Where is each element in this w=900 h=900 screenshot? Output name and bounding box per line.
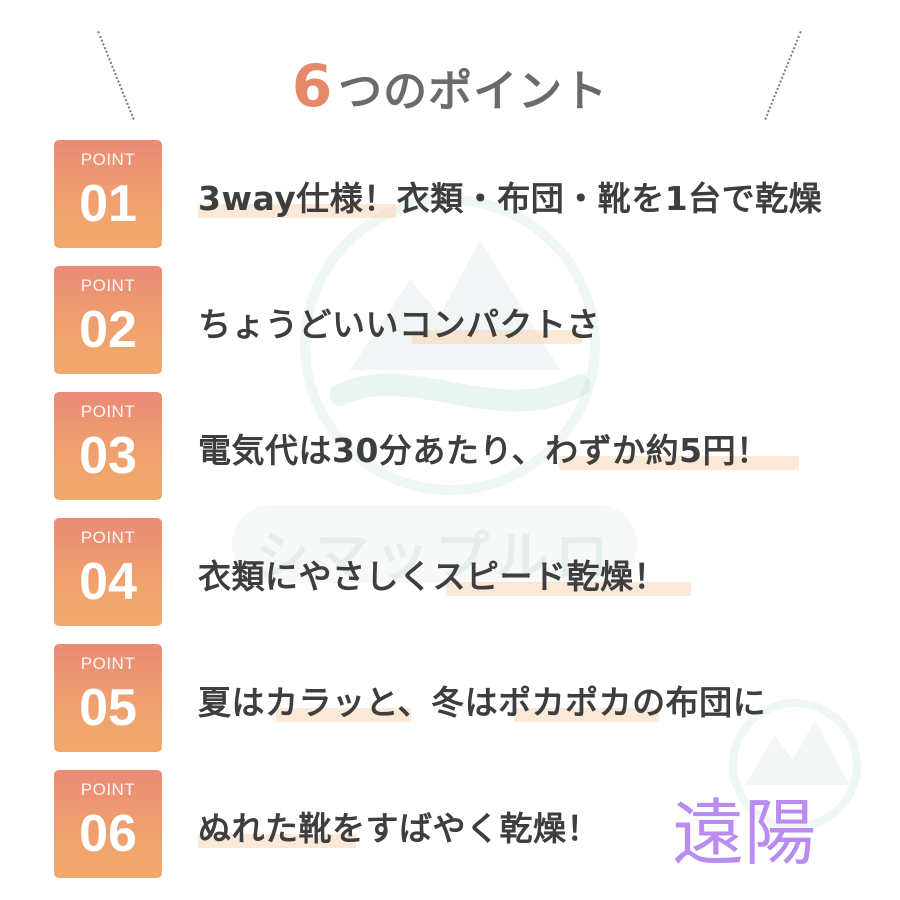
point-number: 03 (79, 427, 137, 485)
point-text: 3way仕様！衣類・布団・靴を1台で乾燥 (198, 179, 823, 218)
point-badge-label: POINT (80, 654, 136, 673)
point-badge-label: POINT (80, 528, 136, 547)
title-number: 6 (291, 52, 333, 120)
watermark-banner (232, 505, 637, 583)
text-highlight (559, 456, 799, 470)
point-badge: POINT 04 (54, 518, 162, 626)
list-item: POINT 02 ちょうどいいコンパクトさ (54, 266, 874, 374)
point-text: ぬれた靴をすばやく乾燥！ (198, 809, 600, 848)
point-text: 衣類にやさしくスピード乾燥！ (198, 557, 667, 596)
point-text: 電気代は30分あたり、わずか約5円！ (198, 431, 770, 470)
text-highlight (198, 204, 396, 218)
list-item: POINT 04 衣類にやさしくスピード乾燥！ (54, 518, 874, 626)
point-number: 05 (79, 679, 137, 737)
point-badge: POINT 06 (54, 770, 162, 878)
text-highlight (514, 708, 659, 722)
point-text: 夏はカラッと、冬はポカポカの布団に (198, 683, 767, 722)
list-item: POINT 06 ぬれた靴をすばやく乾燥！ (54, 770, 874, 878)
stamp-text: 遠陽 (672, 791, 817, 875)
watermark-circle (300, 195, 600, 495)
point-number: 01 (79, 175, 137, 233)
point-badge: POINT 02 (54, 266, 162, 374)
point-badge-label: POINT (80, 150, 136, 169)
list-item: POINT 01 3way仕様！衣類・布団・靴を1台で乾燥 (54, 140, 874, 248)
point-badge: POINT 05 (54, 644, 162, 752)
point-badge-label: POINT (80, 402, 136, 421)
list-item: POINT 03 電気代は30分あたり、わずか約5円！ (54, 392, 874, 500)
point-number: 02 (79, 301, 137, 359)
title-text: つのポイント (338, 66, 609, 117)
text-highlight (412, 330, 582, 344)
list-item: POINT 05 夏はカラッと、冬はポカポカの布団に (54, 644, 874, 752)
point-number: 06 (79, 805, 137, 863)
point-number: 04 (79, 553, 137, 611)
point-text: ちょうどいいコンパクトさ (198, 305, 600, 344)
text-highlight (446, 582, 691, 596)
watermark-text: シマップルロ (255, 525, 615, 588)
point-badge: POINT 03 (54, 392, 162, 500)
watermark-small-icon (729, 699, 861, 831)
point-badge: POINT 01 (54, 140, 162, 248)
text-highlight (276, 708, 411, 722)
point-badge-label: POINT (80, 276, 136, 295)
text-highlight (198, 834, 356, 848)
point-badge-label: POINT (80, 780, 136, 799)
